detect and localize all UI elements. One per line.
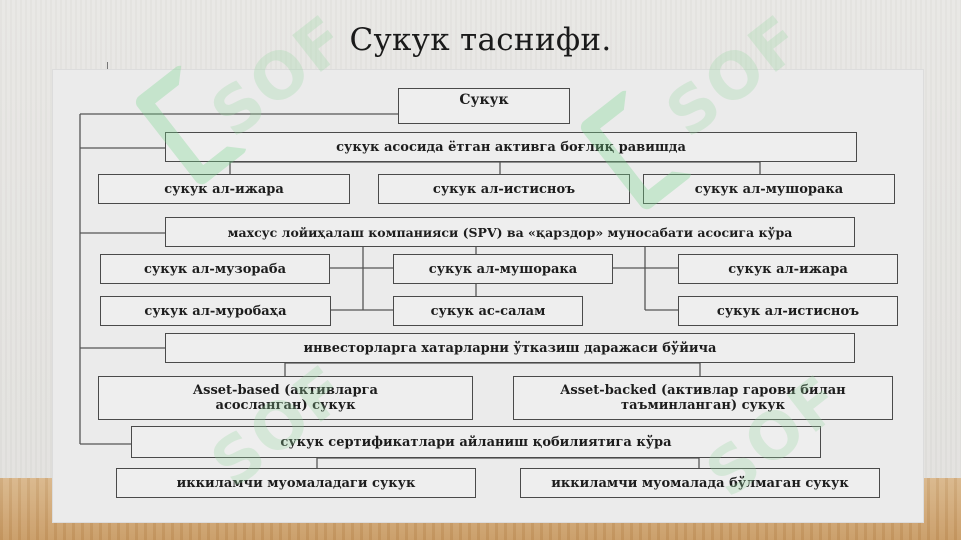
group1-header: сукук асосида ётган активга боғлиқ равиш… [165,132,857,162]
diagram-panel: Сукук сукук асосида ётган активга боғлиқ… [53,70,923,522]
group3-header: инвесторларга хатарларни ўтказиш даражас… [165,333,855,363]
group2-item-3: сукук ал-ижара [678,254,898,284]
group4-item-1: иккиламчи муомаладаги сукук [116,468,476,498]
group2-item-4: сукук ал-муробаҳа [100,296,331,326]
slide-title: Сукук таснифи. [349,22,612,58]
group2-item-6: сукук ал-истисноъ [678,296,898,326]
group3-item-2: Asset-backed (активлар гарови билан таъм… [513,376,893,420]
group1-item-2: сукук ал-истисноъ [378,174,630,204]
group4-header: сукук сертификатлари айланиш қобилиятига… [131,426,821,458]
group2-item-5: сукук ас-салам [393,296,583,326]
group2-item-2: сукук ал-мушорака [393,254,613,284]
group1-item-3: сукук ал-мушорака [643,174,895,204]
root-node: Сукук [398,88,570,124]
group1-item-1: сукук ал-ижара [98,174,350,204]
group2-item-1: сукук ал-музораба [100,254,330,284]
group4-item-2: иккиламчи муомалада бўлмаган сукук [520,468,880,498]
tick-mark [107,62,108,72]
group3-item-1: Asset-based (активларга асосланган) суку… [98,376,473,420]
group2-header: махсус лойиҳалаш компанияси (SPV) ва «қа… [165,217,855,247]
